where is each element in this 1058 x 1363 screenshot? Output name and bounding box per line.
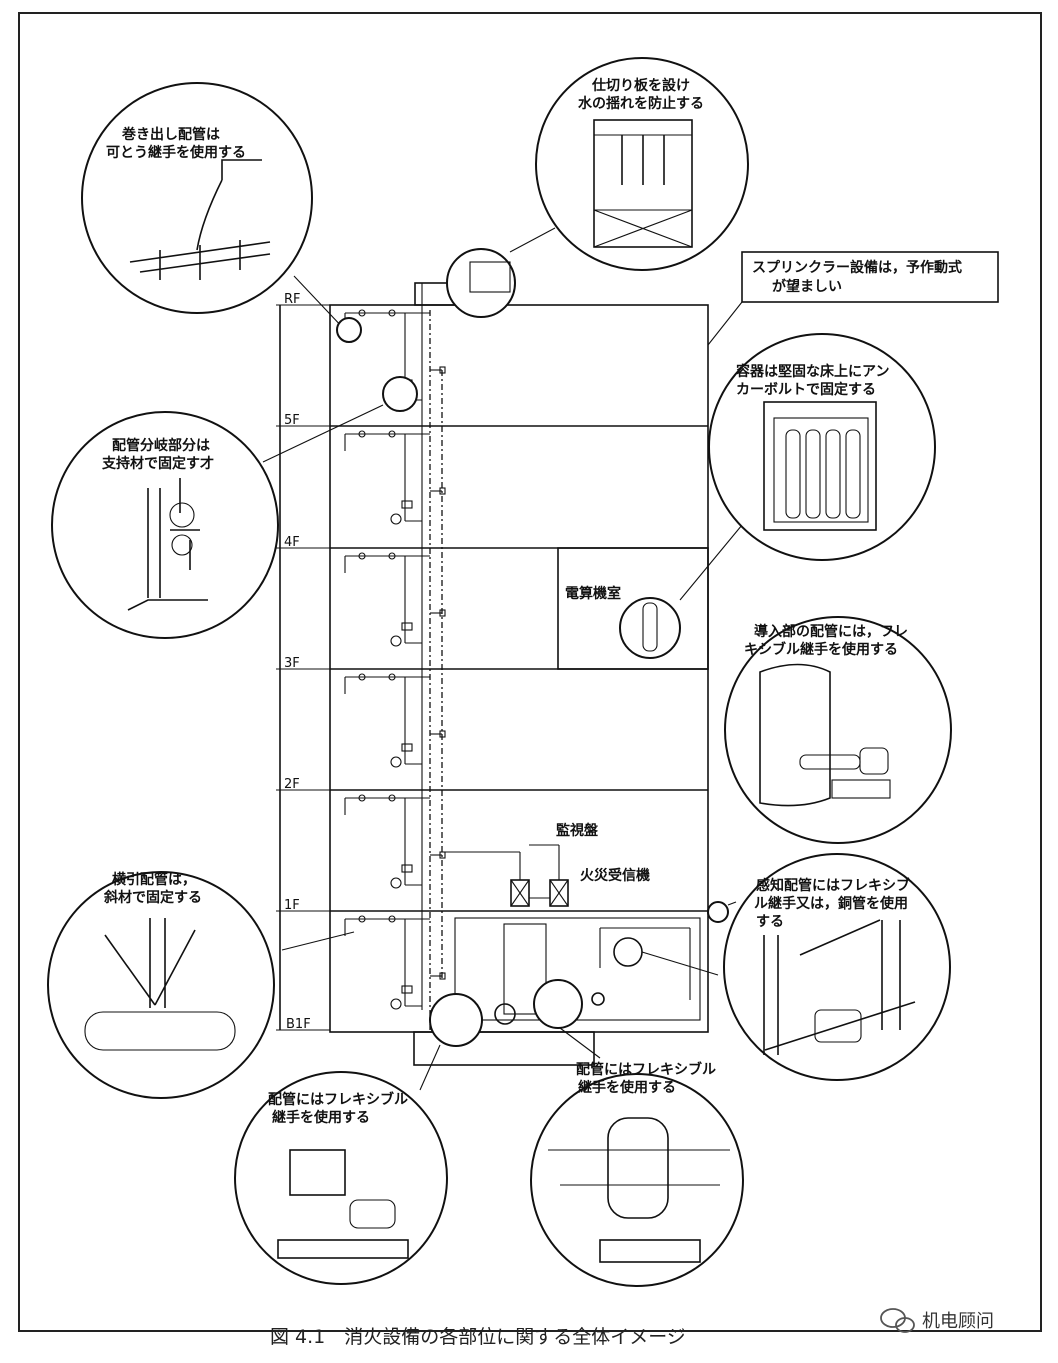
sprinkler-note-line2: が望ましい xyxy=(772,278,842,295)
watermark-text: 机电顾问 xyxy=(922,1311,994,1332)
callout-pressure-tank-line1: 配管にはフレキシブル xyxy=(576,1061,716,1078)
sprinkler-note-line1: スプリンクラー設備は，予作動式 xyxy=(752,259,962,276)
callout-cylinders-line1: 容器は堅固な床上にアン xyxy=(735,363,889,380)
callout-branch-line2: 支持材で固定す才 xyxy=(101,455,214,472)
callout-pressure-tank-line2: 継手を使用する xyxy=(578,1079,676,1096)
callout-pump xyxy=(234,993,483,1285)
callout-sensing xyxy=(707,853,951,1081)
callout-pressure-tank xyxy=(530,979,744,1287)
floor-branches xyxy=(344,309,446,1010)
callout-tank-line1: 仕切り板を設け xyxy=(591,77,690,94)
callout-branch xyxy=(51,376,418,639)
callout-tank-line2: 水の揺れを防止する xyxy=(578,95,704,112)
floor-label-1f: 1F xyxy=(284,898,300,913)
floor-label-4f: 4F xyxy=(284,535,300,550)
callout-flex-joint-line1: 巻き出し配管は xyxy=(122,126,220,143)
callout-horizontal-line1: 横引配管は， xyxy=(112,871,196,888)
control-panels xyxy=(442,844,569,907)
figure-frame xyxy=(18,12,1042,1332)
floor-label-3f: 3F xyxy=(284,656,300,671)
callout-horizontal xyxy=(47,871,355,1099)
callout-branch-line1: 配管分岐部分は xyxy=(112,437,210,454)
floor-label-b1f: B1F xyxy=(286,1017,311,1032)
callout-inlet-line2: キシブル継手を使用する xyxy=(744,641,898,658)
figure-caption: 図 4.1 消火設備の各部位に関する全体イメージ xyxy=(270,1326,686,1348)
building xyxy=(329,282,709,1066)
callout-sensing-line1: 感知配管にはフレキシブ xyxy=(756,877,910,894)
callout-inlet-line1: 導入部の配管には，フレ xyxy=(754,623,908,640)
fire-receiver-label: 火災受信機 xyxy=(580,867,650,884)
floor-label-5f: 5F xyxy=(284,413,300,428)
computer-room-label: 電算機室 xyxy=(565,585,621,602)
wechat-icon xyxy=(880,1308,915,1333)
callout-horizontal-line2: 斜材で固定する xyxy=(103,889,202,906)
floor-label-rf: RF xyxy=(284,292,301,307)
callout-cylinders-line2: カーボルトで固定する xyxy=(736,381,876,398)
callout-flex-joint xyxy=(81,82,362,343)
basement-pit xyxy=(413,1031,595,1066)
callout-flex-joint-line2: 可とう継手を使用する xyxy=(106,144,246,161)
callout-sensing-line2: ル継手又は，銅管を使用 xyxy=(754,895,908,912)
callout-inlet xyxy=(724,616,952,844)
callout-pump-line1: 配管にはフレキシブル xyxy=(268,1091,408,1108)
floor-label-2f: 2F xyxy=(284,777,300,792)
callout-tank xyxy=(446,57,749,318)
monitor-panel-label: 監視盤 xyxy=(556,822,599,839)
callout-pump-line2: 継手を使用する xyxy=(272,1109,370,1126)
sprinkler-note xyxy=(707,251,999,346)
callout-sensing-line3: する xyxy=(756,914,784,930)
callout-cylinders xyxy=(619,333,936,659)
computer-room xyxy=(557,547,709,670)
